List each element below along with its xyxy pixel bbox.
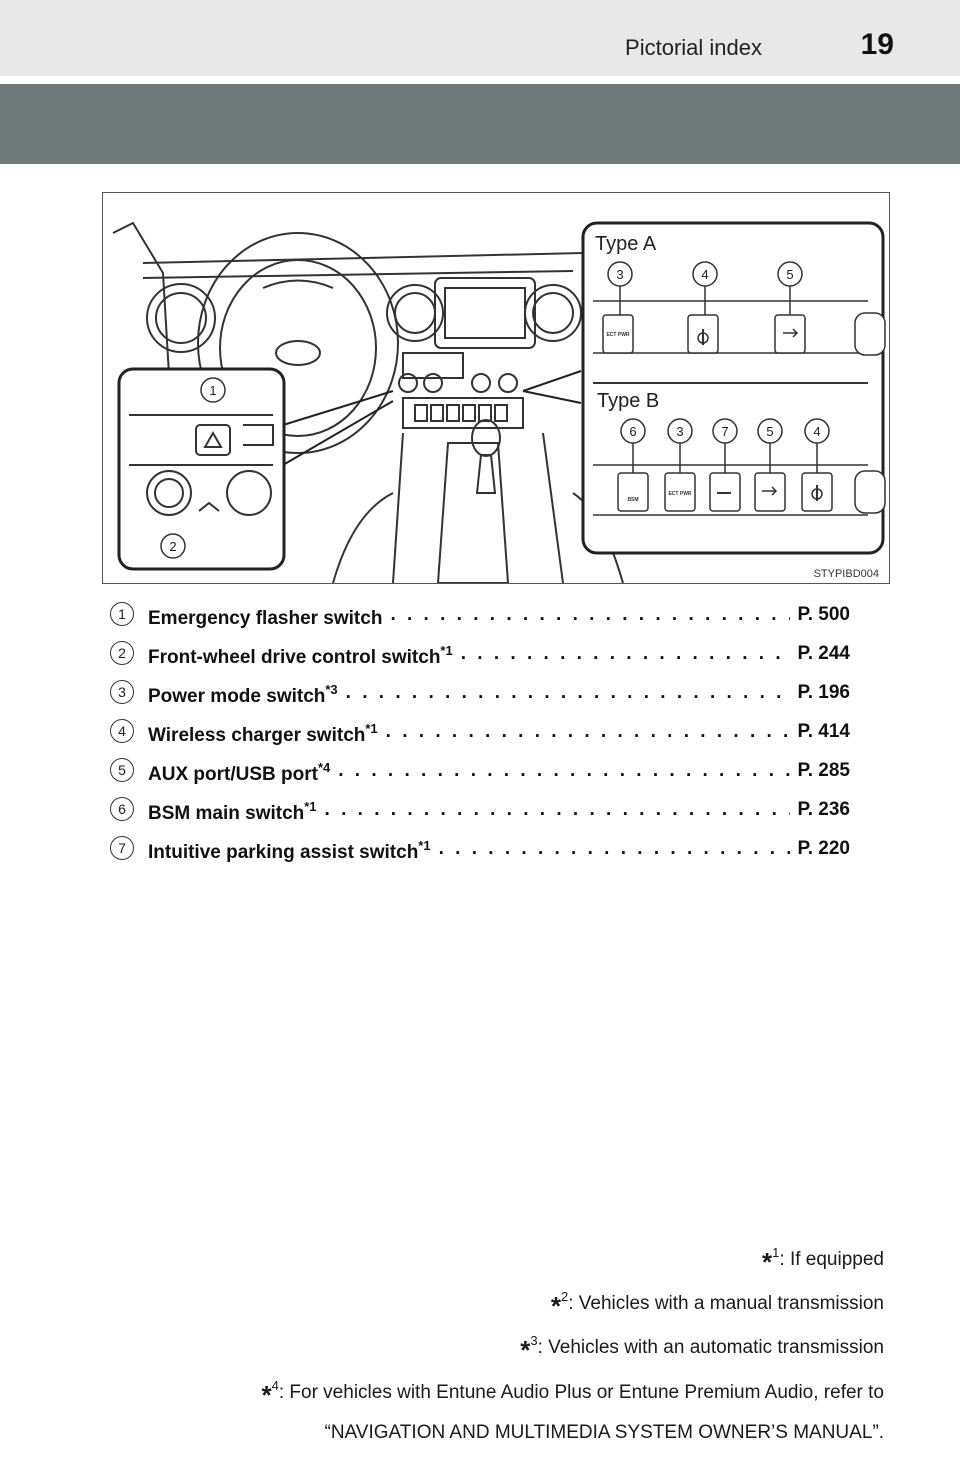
dot-leader: . . . . . . . . . . . . . . . . . . . . … <box>385 721 790 742</box>
dashboard-illustration: 1 2 Type A Type B ECT PWR <box>112 221 886 583</box>
index-row: 5 AUX port/USB port*4 . . . . . . . . . … <box>110 758 850 799</box>
inset-callout-2: 2 <box>169 539 176 554</box>
index-label: AUX port/USB port*4 <box>148 760 331 785</box>
footnote: *2: Vehicles with a manual transmission <box>550 1289 884 1322</box>
page-reference[interactable]: P. 244 <box>797 643 850 664</box>
inset-callout-1: 1 <box>209 383 216 398</box>
callout-pointers <box>282 370 582 466</box>
index-row: 3 Power mode switch*3 . . . . . . . . . … <box>110 680 850 721</box>
index-row: 7 Intuitive parking assist switch*1 . . … <box>110 836 850 877</box>
index-number: 1 <box>110 602 134 626</box>
dot-leader: . . . . . . . . . . . . . . . . . . . . … <box>438 838 790 859</box>
dot-leader: . . . . . . . . . . . . . . . . . . . . … <box>460 643 790 664</box>
dot-leader: . . . . . . . . . . . . . . . . . . . . … <box>324 799 790 820</box>
index-number: 6 <box>110 797 134 821</box>
index-label: Intuitive parking assist switch*1 <box>148 838 431 863</box>
page-reference[interactable]: P. 285 <box>797 760 850 781</box>
index-label: Emergency flasher switch <box>148 608 383 629</box>
page-reference[interactable]: P. 196 <box>797 682 850 703</box>
header-band <box>0 84 960 164</box>
footnotes: *1: If equipped *2: Vehicles with a manu… <box>64 1240 884 1449</box>
index-number: 3 <box>110 680 134 704</box>
page-reference[interactable]: P. 236 <box>797 799 850 820</box>
index-label: Power mode switch*3 <box>148 682 338 707</box>
index-label: Front-wheel drive control switch*1 <box>148 643 453 668</box>
dot-leader: . . . . . . . . . . . . . . . . . . . . … <box>338 760 789 781</box>
footnote: *3: Vehicles with an automatic transmiss… <box>520 1333 884 1366</box>
footnote: *1: If equipped <box>762 1245 884 1277</box>
index-row: 2 Front-wheel drive control switch*1 . .… <box>110 641 850 682</box>
index-row: 1 Emergency flasher switch . . . . . . .… <box>110 602 850 643</box>
inset-panel: 1 2 <box>117 367 286 571</box>
index-label: BSM main switch*1 <box>148 799 317 824</box>
section-title: Pictorial index <box>625 35 762 60</box>
type-b-ect-label: ECT PWR <box>668 491 691 497</box>
type-b-bsm-label: BSM <box>627 497 638 503</box>
type-b-callout-6: 6 <box>629 424 636 439</box>
index-number: 2 <box>110 641 134 665</box>
dashboard-drawing <box>112 221 663 583</box>
type-b-callout-4: 4 <box>813 424 820 439</box>
page-reference[interactable]: P. 220 <box>797 838 850 859</box>
index-list: 1 Emergency flasher switch . . . . . . .… <box>110 602 850 877</box>
type-b-label: Type B <box>597 390 659 412</box>
type-a-callout-5: 5 <box>786 267 793 282</box>
index-row: 6 BSM main switch*1 . . . . . . . . . . … <box>110 797 850 838</box>
type-a-callout-4: 4 <box>701 267 708 282</box>
page-reference[interactable]: P. 414 <box>797 721 850 742</box>
footnote: *4: For vehicles with Entune Audio Plus … <box>261 1377 884 1443</box>
type-b-callout-7: 7 <box>721 424 728 439</box>
type-a-label: Type A <box>595 233 657 255</box>
type-a-callout-3: 3 <box>616 267 623 282</box>
page-number: 19 <box>860 28 894 61</box>
type-b-callout-3: 3 <box>676 424 683 439</box>
index-number: 7 <box>110 836 134 860</box>
header-bar <box>0 0 960 76</box>
index-label: Wireless charger switch*1 <box>148 721 378 746</box>
figure-code: STYPIBD004 <box>814 568 879 580</box>
type-a-ect-label: ECT PWR <box>606 332 629 338</box>
pictorial-figure: 1 2 Type A Type B ECT PWR <box>102 192 890 584</box>
dot-leader: . . . . . . . . . . . . . . . . . . . . … <box>390 604 789 625</box>
type-panel: Type A Type B ECT PWR 3 4 <box>581 221 886 555</box>
dot-leader: . . . . . . . . . . . . . . . . . . . . … <box>345 682 790 703</box>
index-number: 4 <box>110 719 134 743</box>
type-b-callout-5: 5 <box>766 424 773 439</box>
index-row: 4 Wireless charger switch*1 . . . . . . … <box>110 719 850 760</box>
page-reference[interactable]: P. 500 <box>797 604 850 625</box>
index-number: 5 <box>110 758 134 782</box>
